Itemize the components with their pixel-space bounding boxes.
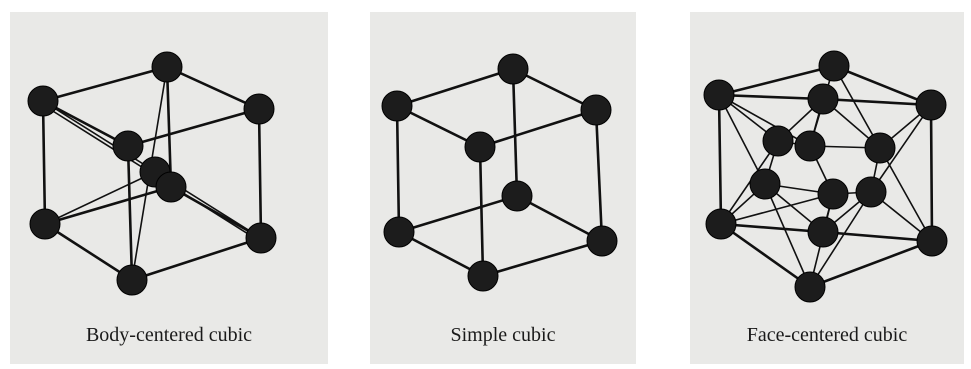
fcc-edge (719, 222, 812, 289)
sc-atom (580, 94, 612, 126)
bcc-atom (151, 51, 183, 83)
fcc-atom (916, 225, 948, 257)
bcc-atom (27, 85, 59, 117)
fcc-edge (719, 222, 825, 234)
fcc-edge (832, 64, 933, 107)
bcc-edge (130, 236, 263, 282)
fcc-atom (864, 132, 896, 164)
bcc-lattice-diagram (27, 51, 277, 296)
sc-edge (594, 108, 604, 243)
sc-lattice-diagram (381, 53, 618, 292)
bcc-edge (41, 99, 47, 226)
bcc-body-diagonal (44, 171, 156, 225)
bcc-edge (126, 144, 134, 282)
sc-panel: Simple cubic (370, 12, 636, 364)
fcc-atom (703, 79, 735, 111)
sc-atom (467, 260, 499, 292)
fcc-lattice-diagram (703, 50, 948, 303)
fcc-edge (821, 97, 933, 107)
fcc-face-bond (720, 193, 834, 225)
sc-atom (586, 225, 618, 257)
fcc-atom (807, 216, 839, 248)
bcc-atom (243, 93, 275, 125)
bcc-edge (41, 99, 130, 148)
fcc-atom (915, 89, 947, 121)
fcc-edge (808, 239, 934, 289)
fcc-face-bond (718, 94, 766, 185)
bcc-edge (43, 185, 173, 226)
bcc-atom (155, 171, 187, 203)
fcc-edge (717, 93, 723, 226)
sc-caption: Simple cubic (450, 324, 556, 346)
sc-atom (464, 131, 496, 163)
sc-atom (497, 53, 529, 85)
fcc-atom (818, 50, 850, 82)
fcc-caption: Face-centered cubic (746, 324, 908, 346)
bcc-atom (112, 130, 144, 162)
fcc-face-bond (764, 183, 811, 288)
fcc-face-bond (718, 94, 811, 147)
sc-edge (478, 108, 598, 149)
sc-edge (397, 230, 485, 278)
bcc-panel: Body-centered cubic (10, 12, 328, 364)
sc-edge (395, 104, 401, 234)
fcc-panel: Face-centered cubic (690, 12, 964, 364)
fcc-atom (855, 176, 887, 208)
fcc-face-bond (870, 104, 932, 193)
fcc-atom (762, 125, 794, 157)
bcc-edge (43, 222, 134, 282)
fcc-face-bond (809, 191, 872, 288)
fcc-face-bond (833, 65, 881, 149)
sc-edge (481, 239, 604, 278)
fcc-atom (807, 83, 839, 115)
bcc-edge (165, 65, 261, 111)
fcc-edge (717, 64, 836, 97)
bcc-caption: Body-centered cubic (85, 324, 253, 346)
fcc-atom (794, 271, 826, 303)
sc-edge (478, 145, 485, 278)
bcc-edge (126, 107, 261, 148)
fcc-atom (794, 130, 826, 162)
sc-atom (383, 216, 415, 248)
fcc-edge (929, 103, 934, 243)
sc-edge (515, 194, 604, 243)
fcc-edge (821, 230, 934, 243)
sc-atom (381, 90, 413, 122)
bcc-edge (165, 65, 173, 189)
fcc-atom (705, 208, 737, 240)
fcc-atom (817, 178, 849, 210)
sc-edge (511, 67, 519, 198)
sc-edge (397, 194, 519, 234)
fcc-atom (749, 168, 781, 200)
bcc-atom (116, 264, 148, 296)
bcc-atom (245, 222, 277, 254)
bcc-atom (29, 208, 61, 240)
fcc-face-bond (720, 140, 779, 225)
bcc-edge (41, 65, 169, 103)
fcc-face-bond (879, 147, 933, 242)
bcc-edge (257, 107, 263, 240)
sc-atom (501, 180, 533, 212)
sc-edge (395, 67, 515, 108)
fcc-edge (717, 93, 825, 101)
